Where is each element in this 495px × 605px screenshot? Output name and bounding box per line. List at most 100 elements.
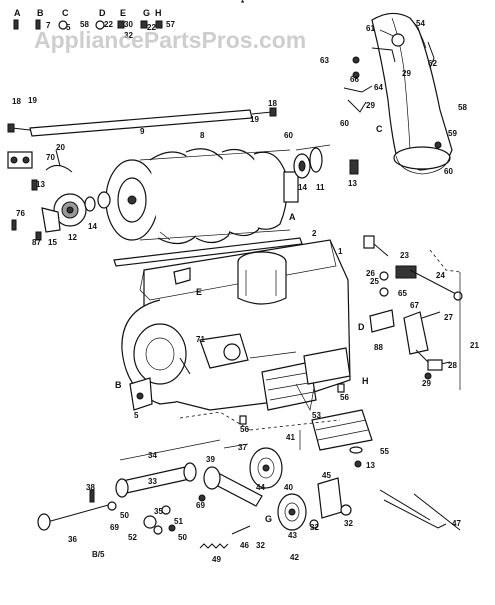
part-label: 56 <box>240 425 249 434</box>
callout-letter: E <box>196 287 202 297</box>
part-label: 32 <box>344 519 353 528</box>
part-label: 37 <box>238 443 247 452</box>
shaft-parts-right <box>293 144 359 179</box>
figure-code: B/5 <box>92 550 105 559</box>
part-label: 27 <box>444 313 453 322</box>
part-label: 60 <box>340 119 349 128</box>
key-number: 32 <box>124 31 133 40</box>
part-label: 87 <box>32 238 41 247</box>
part-label: 29 <box>422 379 431 388</box>
part-label: 13 <box>348 179 357 188</box>
part-label: 29 <box>402 69 411 78</box>
part-label: 41 <box>286 433 295 442</box>
part-label: 13 <box>366 461 375 470</box>
fastener-key: A B C D E G H 7 5 58 22 30 22 57 32 <box>13 8 175 40</box>
rod-9 <box>7 107 277 137</box>
part-label: 14 <box>88 222 97 231</box>
part-label: 36 <box>68 535 77 544</box>
nut-glyph <box>140 20 148 29</box>
part-label: 46 <box>240 541 249 550</box>
key-number: 22 <box>104 20 113 29</box>
part-label: 8 <box>200 131 205 140</box>
part-label: 76 <box>16 209 25 218</box>
part-label: 52 <box>128 533 137 542</box>
key-letter-h: H <box>155 8 162 18</box>
discharge-chute <box>343 12 453 175</box>
part-label: 56 <box>340 393 349 402</box>
part-label: 70 <box>46 153 55 162</box>
part-label: 9 <box>140 127 145 136</box>
part-label: 18 <box>12 97 21 106</box>
watermark: AppliancePartsPros.com <box>34 27 306 53</box>
key-letter-a: A <box>14 8 21 18</box>
key-letter-e: E <box>120 8 126 18</box>
part-label: 64 <box>374 83 383 92</box>
part-label: 40 <box>284 483 293 492</box>
part-label: 53 <box>312 411 321 420</box>
linkage-assembly <box>363 235 463 390</box>
part-label: 69 <box>196 501 205 510</box>
part-label: 35 <box>154 507 163 516</box>
nut-glyph <box>155 20 163 29</box>
part-label: 47 <box>452 519 461 528</box>
corner-mark: * <box>241 0 245 8</box>
auger-8 <box>105 148 299 245</box>
part-label: 34 <box>148 451 157 460</box>
key-number: 58 <box>80 20 89 29</box>
part-label: 11 <box>316 183 325 192</box>
drive-assembly <box>37 383 461 549</box>
part-label: 39 <box>206 455 215 464</box>
part-label: 61 <box>366 24 375 33</box>
part-label: 67 <box>410 301 419 310</box>
part-label: 51 <box>174 517 183 526</box>
nut-glyph <box>117 20 125 29</box>
part-label: 62 <box>428 59 437 68</box>
part-label: 18 <box>268 99 277 108</box>
part-label: 43 <box>288 531 297 540</box>
part-label: 13 <box>36 180 45 189</box>
washer-glyph <box>95 20 105 30</box>
chute-crank-hub <box>391 33 405 47</box>
part-label: 19 <box>28 96 37 105</box>
callout-letters: C A E D B H G <box>115 124 383 524</box>
part-label: 14 <box>298 183 307 192</box>
key-letter-b: B <box>37 8 44 18</box>
part-label: 12 <box>68 233 77 242</box>
part-label: 60 <box>444 167 453 176</box>
part-label: 28 <box>448 361 457 370</box>
part-label: 65 <box>398 289 407 298</box>
part-label: 32 <box>256 541 265 550</box>
part-labels: 1 2 5 8 9 11 12 13 13 13 14 14 15 18 18 … <box>12 19 479 564</box>
part-label: 21 <box>470 341 479 350</box>
part-label: 50 <box>120 511 129 520</box>
part-label: 54 <box>416 19 425 28</box>
part-label: 58 <box>458 103 467 112</box>
part-label: 15 <box>48 238 57 247</box>
part-label: 69 <box>110 523 119 532</box>
part-label: 1 <box>338 247 343 256</box>
callout-letter: A <box>289 212 296 222</box>
part-label: 42 <box>290 553 299 562</box>
part-label: 25 <box>370 277 379 286</box>
callout-letter: B <box>115 380 122 390</box>
part-label: 71 <box>196 335 205 344</box>
part-label: 59 <box>448 129 457 138</box>
part-label: 23 <box>400 251 409 260</box>
leader-lines <box>119 231 341 461</box>
key-number: 22 <box>147 23 156 32</box>
callout-letter: H <box>362 376 369 386</box>
part-label: 66 <box>350 75 359 84</box>
key-number: 30 <box>124 20 133 29</box>
part-label: 88 <box>374 343 383 352</box>
part-label: 29 <box>366 101 375 110</box>
callout-letter: G <box>265 514 272 524</box>
part-label: 19 <box>250 115 259 124</box>
key-number: 57 <box>166 20 175 29</box>
key-number: 7 <box>46 21 51 30</box>
key-letter-g: G <box>143 8 150 18</box>
callout-letter: C <box>376 124 383 134</box>
part-label: 44 <box>256 483 265 492</box>
part-label: 24 <box>436 271 445 280</box>
part-label: 32 <box>310 523 319 532</box>
